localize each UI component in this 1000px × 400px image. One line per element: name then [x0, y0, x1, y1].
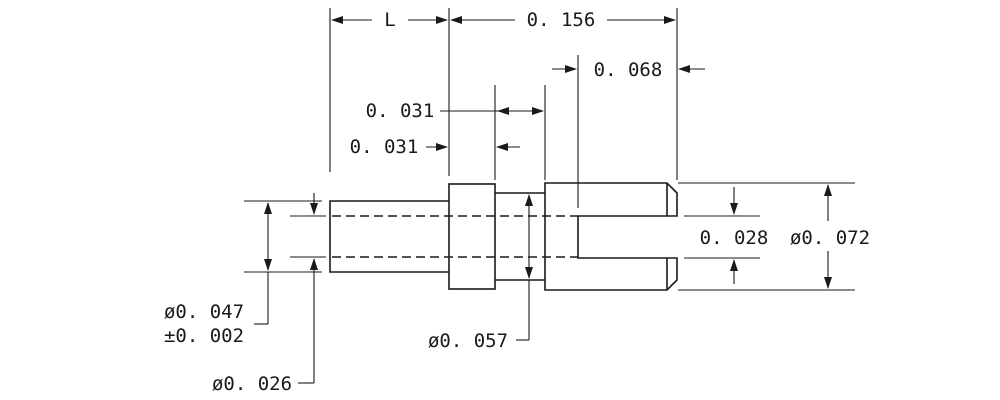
dimension-groove-diameter: ø0. 057: [428, 194, 533, 352]
label-shank-tolerance: ±0. 002: [164, 325, 244, 347]
dimension-slot-width: 0. 028: [700, 187, 769, 284]
dimension-shank-diameter: ø0. 047 ±0. 002: [164, 202, 272, 347]
groove-outline: [495, 192, 545, 281]
collar-outline: [448, 183, 496, 290]
dimension-overall-length: 0. 156: [450, 9, 676, 31]
dimension-length-L: L: [331, 9, 448, 31]
label-slot-depth: 0. 068: [594, 59, 663, 81]
label-groove-diameter: ø0. 057: [428, 330, 508, 352]
dimension-groove-width: 0. 031: [366, 100, 544, 122]
part-outline: [329, 182, 678, 291]
hidden-bore-lines: [332, 215, 578, 258]
dimension-slot-depth: 0. 068: [552, 59, 705, 81]
head-outline: [544, 182, 678, 291]
label-shank-diameter: ø0. 047: [164, 301, 244, 323]
label-collar-width: 0. 031: [350, 136, 419, 158]
dimension-head-diameter: ø0. 072: [790, 184, 870, 289]
shank-outline: [329, 200, 449, 273]
label-bore-diameter: ø0. 026: [212, 373, 292, 395]
label-head-diameter: ø0. 072: [790, 227, 870, 249]
label-slot-width: 0. 028: [700, 227, 769, 249]
label-groove-width: 0. 031: [366, 100, 435, 122]
dimension-collar-width: 0. 031: [350, 136, 520, 158]
dimension-bore-diameter: ø0. 026: [212, 193, 318, 395]
label-overall-length-text: 0. 156: [527, 9, 596, 31]
extension-lines: [244, 8, 855, 291]
label-length-L: L: [384, 9, 395, 31]
